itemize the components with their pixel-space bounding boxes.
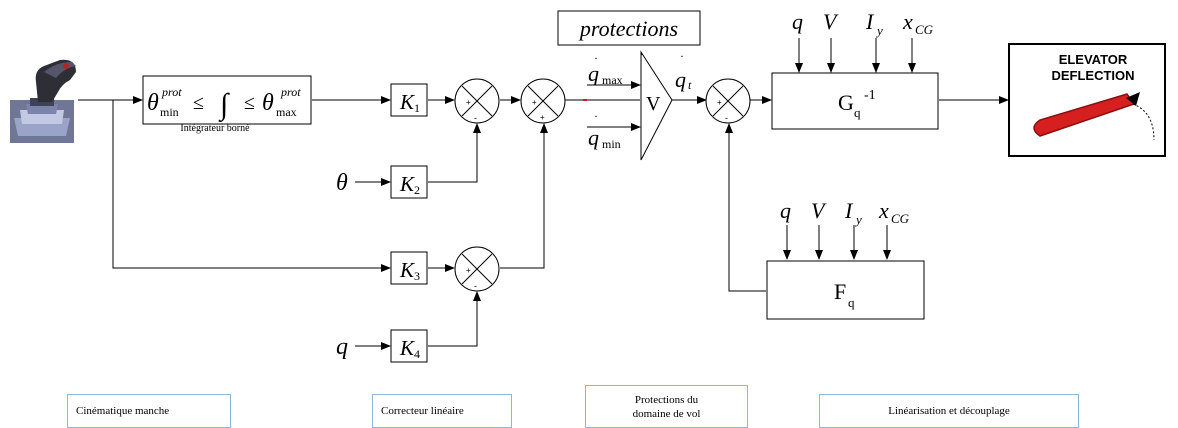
caption-protections-line2: domaine de vol [632, 407, 701, 420]
k3-subscript: 3 [414, 269, 420, 283]
k4-subscript: 4 [414, 347, 420, 361]
k1-label: K [399, 90, 415, 114]
q-min-symbol: q [588, 125, 599, 150]
sum4-minus-sign: - [725, 113, 728, 123]
bounded-integrator-formula: θ min prot ≤ ∫ ≤ θ max prot [147, 85, 301, 123]
f-block-label: F [834, 279, 846, 304]
gain-block-k3: K 3 [390, 251, 428, 285]
q-min-subscript: min [602, 137, 621, 151]
g-block-parameters: q V I y x CG [792, 9, 934, 38]
sum3-plus-sign: + [466, 266, 471, 275]
protections-box [557, 10, 701, 46]
g-inverse-block [771, 72, 939, 130]
dot-4: · [594, 109, 598, 123]
g-param-v: V [823, 9, 839, 34]
g-param-x-subscript: CG [915, 22, 934, 37]
theta-min-superscript: prot [161, 85, 182, 99]
signal-lines [78, 38, 1009, 350]
f-block [766, 260, 925, 320]
protections-label: protections [578, 16, 678, 41]
g-param-x: x [902, 9, 913, 34]
sum4-plus-sign: + [717, 98, 722, 107]
summing-junction-2 [520, 78, 566, 124]
joystick-icon [10, 59, 76, 143]
caption-protections-line1: Protections du [634, 393, 699, 406]
dot-1: · [594, 51, 598, 65]
summing-junction-4 [705, 78, 751, 124]
g-block-label: G [838, 90, 854, 115]
theta-max-superscript: prot [280, 85, 301, 99]
q-t-subscript: t [688, 78, 692, 92]
voter-selector [640, 50, 673, 161]
g-param-i-subscript: y [875, 23, 883, 38]
theta-min-subscript: min [160, 105, 179, 119]
theta-max-symbol: θ [262, 90, 274, 116]
sum1-plus-sign: + [466, 98, 471, 107]
g-param-i: I [865, 9, 875, 34]
q-t-symbol: q [675, 67, 686, 92]
f-param-i-subscript: y [854, 212, 862, 227]
voter-symbol: V [646, 93, 661, 115]
caption-linearisation-decoupling: Linéarisation et découplage [819, 394, 1079, 428]
k2-label: K [399, 172, 415, 196]
bounded-integrator-caption: Intégrateur borné [180, 123, 250, 134]
gain-block-k4: K 4 [390, 329, 428, 363]
k3-label: K [399, 258, 415, 282]
elevator-deflection-panel [1008, 43, 1166, 157]
summing-junction-1 [454, 78, 500, 124]
caption-stick-kinematics: Cinématique manche [67, 394, 231, 428]
f-param-i: I [844, 198, 854, 223]
integral-symbol: ∫ [218, 88, 230, 123]
sum3-minus-sign: - [474, 281, 477, 291]
sum2-plus-sign-bottom: + [540, 113, 545, 122]
k1-subscript: 1 [414, 101, 420, 115]
dot-2: · [640, 47, 644, 61]
bounded-integrator-block [142, 75, 312, 125]
f-param-x-subscript: CG [891, 211, 910, 226]
g-block-superscript: -1 [864, 88, 876, 103]
caption-flight-envelope-protections: Protections du domaine de vol [585, 385, 748, 428]
f-param-q: q [780, 198, 791, 223]
f-param-x: x [878, 198, 889, 223]
q-max-subscript: max [602, 73, 623, 87]
g-param-q: q [792, 9, 803, 34]
q-max-symbol: q [588, 61, 599, 86]
theta-max-subscript: max [276, 105, 297, 119]
summing-junction-3 [454, 246, 500, 292]
theta-min-symbol: θ [147, 90, 159, 116]
le-symbol-left: ≤ [193, 92, 204, 114]
f-block-subscript: q [848, 295, 855, 310]
sum1-minus-sign: - [474, 113, 477, 123]
caption-linear-corrector: Correcteur linéaire [372, 394, 512, 428]
f-block-parameters: q V I y x CG [780, 198, 910, 227]
gain-block-k2: K 2 [390, 165, 428, 199]
dot-3: · [680, 49, 684, 63]
k2-subscript: 2 [414, 183, 420, 197]
sum2-plus-sign-left: + [532, 98, 537, 107]
k4-label: K [399, 336, 415, 360]
theta-input-label: θ [336, 170, 348, 196]
q-input-label: q [336, 334, 348, 360]
deflection-label: DEFLECTION [1051, 68, 1134, 83]
elevator-deflection-icon [1033, 92, 1155, 141]
elevator-label: ELEVATOR [1059, 52, 1128, 67]
gain-block-k1: K 1 [390, 83, 428, 117]
f-param-v: V [811, 198, 827, 223]
le-symbol-right: ≤ [244, 92, 255, 114]
g-block-subscript: q [854, 105, 861, 120]
